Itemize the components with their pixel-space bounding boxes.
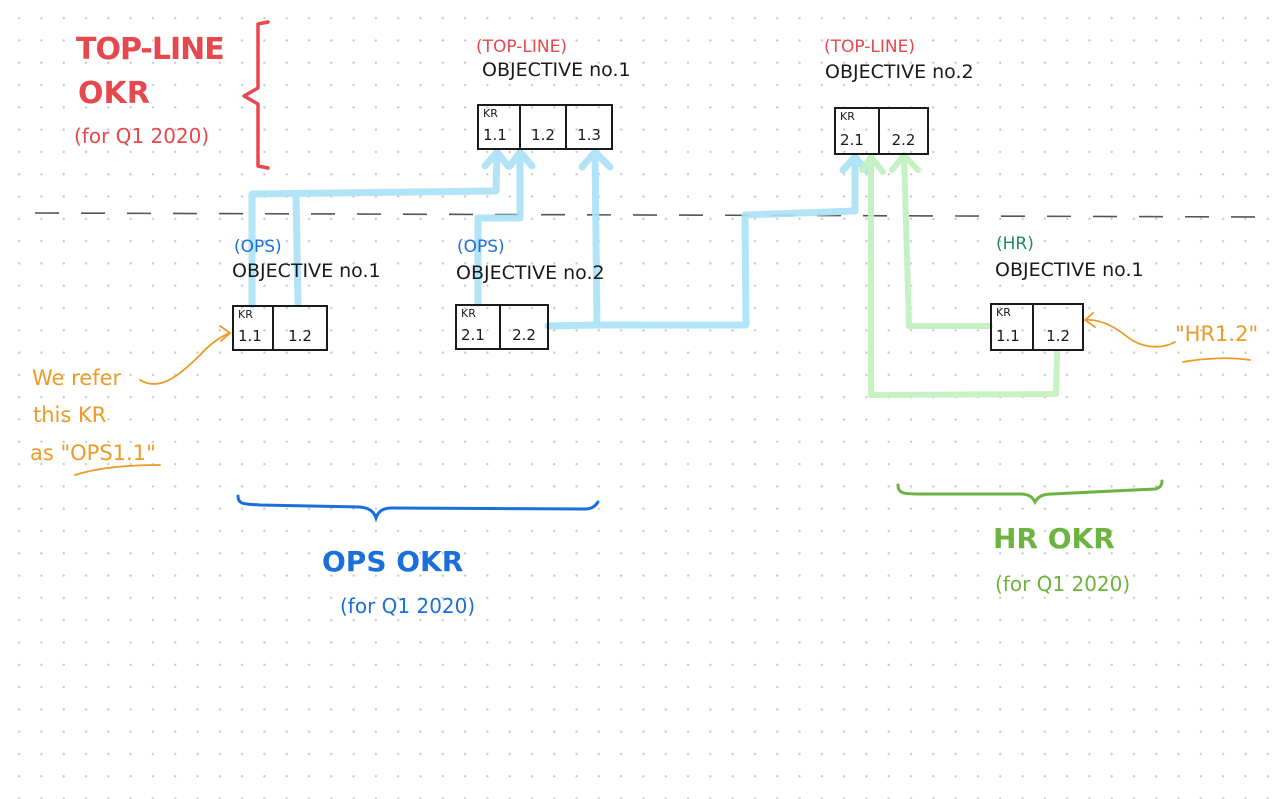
- ops-note-arrowhead: [219, 325, 231, 342]
- hr-group-period: (for Q1 2020): [995, 572, 1131, 596]
- link-ops2.1-top1.2: [474, 148, 524, 307]
- link-ops1.1-top1.1: [248, 148, 501, 309]
- link-hr1.2-top2.1: [868, 154, 1060, 398]
- kr-label: KR: [996, 306, 1011, 319]
- kr-number: 1.1: [996, 327, 1020, 345]
- kr-cell[interactable]: KR 1.1: [234, 307, 274, 349]
- kr-label: KR: [238, 308, 253, 321]
- topline-obj2-kr-table: KR 2.1 2.2: [834, 107, 929, 155]
- topline-title-line1: TOP-LINE: [76, 32, 225, 67]
- hr-note-underline: [1182, 357, 1251, 363]
- ops-obj2-tag: (OPS): [457, 237, 505, 257]
- kr-number: 2.1: [461, 326, 485, 344]
- kr-cell[interactable]: 2.2: [880, 109, 927, 153]
- ops-note-underline: [74, 464, 161, 476]
- link-ops2.2-top1.3: [544, 148, 601, 330]
- hr-note-arrow: [1084, 319, 1176, 348]
- kr-number: 1.1: [238, 327, 262, 345]
- arrow-top1.3: [578, 148, 614, 171]
- arrow-top2.2: [889, 152, 921, 173]
- hr-obj1-title: OBJECTIVE no.1: [995, 259, 1144, 281]
- kr-number: 2.2: [512, 326, 536, 344]
- ops-obj1-tag: (OPS): [234, 237, 282, 257]
- kr-number: 1.2: [288, 327, 312, 345]
- ops-note-arrow: [139, 332, 231, 385]
- arrow-top1.1: [481, 148, 512, 170]
- link-ops1.2-top1.1: [292, 189, 302, 307]
- hr-note: "HR1.2": [1175, 322, 1259, 346]
- kr-cell[interactable]: 1.2: [521, 106, 567, 148]
- hr-group-title: HR OKR: [993, 522, 1115, 555]
- ops-group-title: OPS OKR: [322, 545, 464, 578]
- kr-number: 1.1: [483, 126, 507, 144]
- kr-number: 1.3: [577, 126, 601, 144]
- kr-cell[interactable]: KR 1.1: [479, 106, 521, 148]
- ops-obj1-title: OBJECTIVE no.1: [232, 260, 381, 282]
- topline-brace: [242, 20, 270, 170]
- arrow-top1.2: [506, 148, 536, 170]
- ops-note-line1: We refer: [32, 366, 122, 390]
- kr-cell[interactable]: KR 2.1: [457, 306, 501, 348]
- kr-number: 2.2: [891, 131, 916, 149]
- link-ops2.2-top2.1: [593, 153, 859, 329]
- topline-period: (for Q1 2020): [74, 124, 210, 148]
- kr-number: 2.1: [840, 131, 864, 149]
- kr-cell[interactable]: 1.2: [274, 307, 326, 349]
- ops-obj2-title: OBJECTIVE no.2: [456, 262, 605, 284]
- ops-group-period: (for Q1 2020): [340, 594, 476, 618]
- hr-obj1-tag: (HR): [996, 234, 1034, 254]
- topline-obj1-tag: (TOP-LINE): [476, 37, 567, 57]
- topline-obj2-tag: (TOP-LINE): [824, 37, 915, 57]
- ops-obj1-kr-table: KR 1.1 1.2: [232, 305, 328, 351]
- kr-cell[interactable]: 2.2: [501, 306, 547, 348]
- hr-note-arrowhead: [1084, 312, 1096, 328]
- hr-brace: [896, 479, 1164, 506]
- topline-obj1-title: OBJECTIVE no.1: [482, 59, 631, 81]
- kr-cell[interactable]: 1.3: [567, 106, 611, 148]
- kr-number: 1.2: [531, 126, 555, 144]
- kr-label: KR: [461, 307, 476, 320]
- ops-note-line2: this KR: [33, 403, 107, 427]
- kr-cell[interactable]: KR 1.1: [992, 305, 1034, 349]
- kr-label: KR: [840, 110, 855, 123]
- topline-obj1-kr-table: KR 1.1 1.2 1.3: [477, 104, 613, 150]
- arrow-green-top2.1: [859, 154, 886, 175]
- ops-obj2-kr-table: KR 2.1 2.2: [455, 304, 549, 350]
- link-hr1.1-top2.2: [901, 152, 993, 329]
- ops-brace: [236, 494, 600, 523]
- kr-cell[interactable]: 1.2: [1034, 305, 1082, 349]
- hr-obj1-kr-table: KR 1.1 1.2: [990, 303, 1084, 351]
- kr-cell[interactable]: KR 2.1: [836, 109, 880, 153]
- topline-title-line2: OKR: [78, 76, 150, 111]
- kr-label: KR: [483, 107, 498, 120]
- divider-line: [34, 212, 1263, 218]
- topline-obj2-title: OBJECTIVE no.2: [825, 61, 974, 83]
- kr-number: 1.2: [1046, 327, 1070, 345]
- ops-note-line3: as "OPS1.1": [30, 441, 156, 465]
